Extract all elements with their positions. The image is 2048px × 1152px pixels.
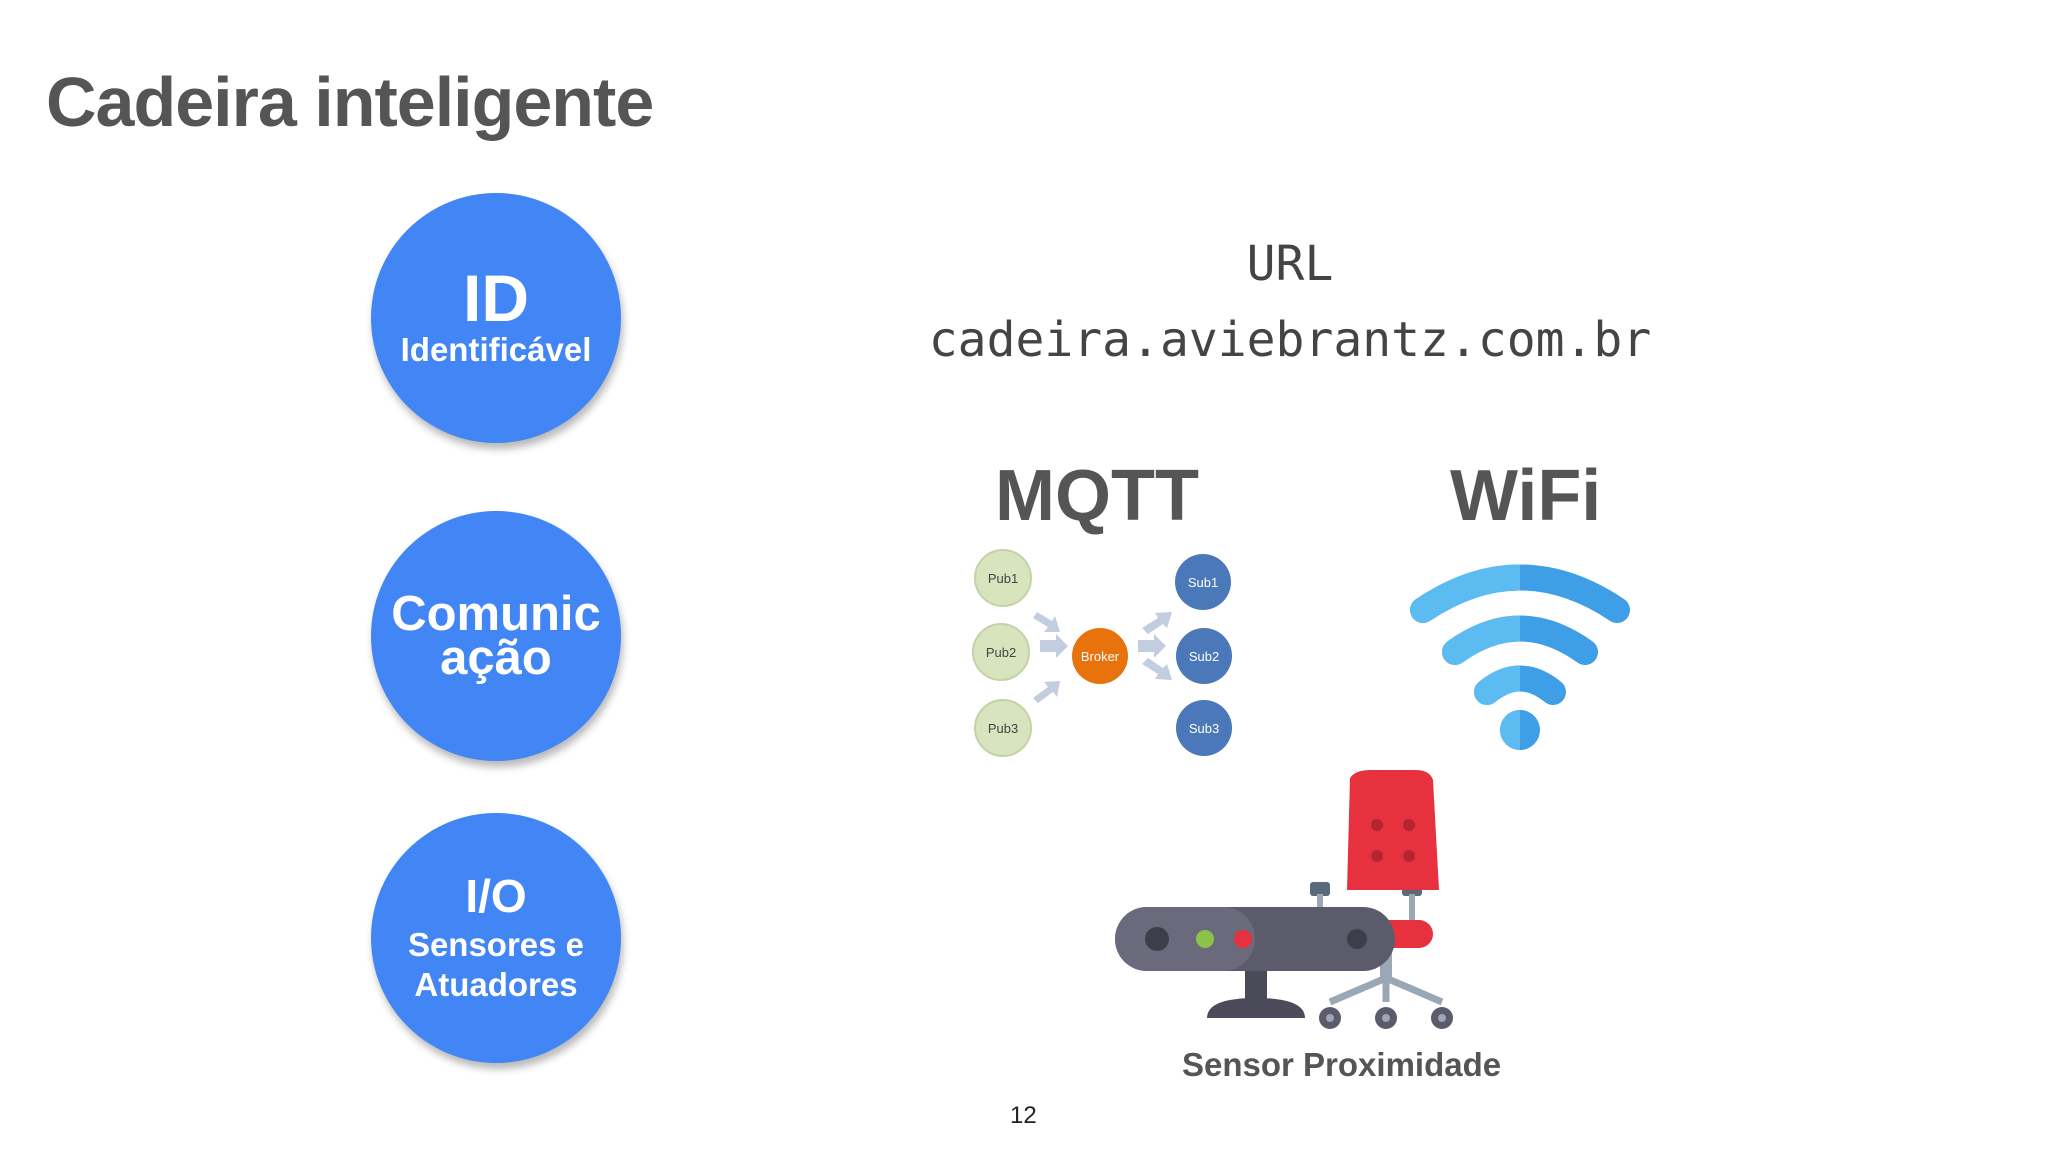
arrows-icon [1033,612,1172,703]
io-sublabel-line2: Atuadores [414,966,578,1003]
mqtt-heading: MQTT [995,456,1199,536]
wifi-heading: WiFi [1450,456,1602,536]
sub2-node [1176,628,1232,684]
sub3-label: Sub3 [1189,721,1219,736]
pub2-label: Pub2 [986,645,1016,660]
sub3-node [1176,700,1232,756]
id-circle: ID Identificável [371,193,621,443]
io-label: I/O [465,870,527,922]
sensor-chair-illustration [1115,770,1453,1029]
communication-label-line2: ação [440,631,552,685]
sub1-label: Sub1 [1188,575,1218,590]
broker-label: Broker [1081,649,1120,664]
sub2-label: Sub2 [1189,649,1219,664]
wifi-icon [1410,564,1630,750]
communication-circle: Comunic ação [371,511,621,761]
communication-label-line1: Comunic [391,587,601,641]
id-sublabel: Identificável [400,331,592,368]
proximity-sensor-icon [1115,907,1395,1018]
pub1-label: Pub1 [988,571,1018,586]
io-circle: I/O Sensores e Atuadores [371,813,621,1063]
pub3-node [974,699,1032,757]
pub1-node [974,549,1032,607]
pub3-label: Pub3 [988,721,1018,736]
sub1-node [1175,554,1231,610]
page-number: 12 [1010,1102,1037,1129]
mqtt-diagram: Pub1 Pub2 Pub3 Broker Sub1 Sub2 Sub3 [972,549,1232,757]
chair-icon [1310,770,1453,1029]
slide-title: Cadeira inteligente [46,63,654,141]
io-sublabel-line1: Sensores e [407,926,585,963]
pub2-node [972,623,1030,681]
url-value: cadeira.aviebrantz.com.br [928,312,1652,368]
sensor-caption: Sensor Proximidade [1182,1046,1502,1083]
id-label: ID [463,261,529,335]
url-label: URL [1246,236,1334,292]
broker-node [1072,628,1128,684]
